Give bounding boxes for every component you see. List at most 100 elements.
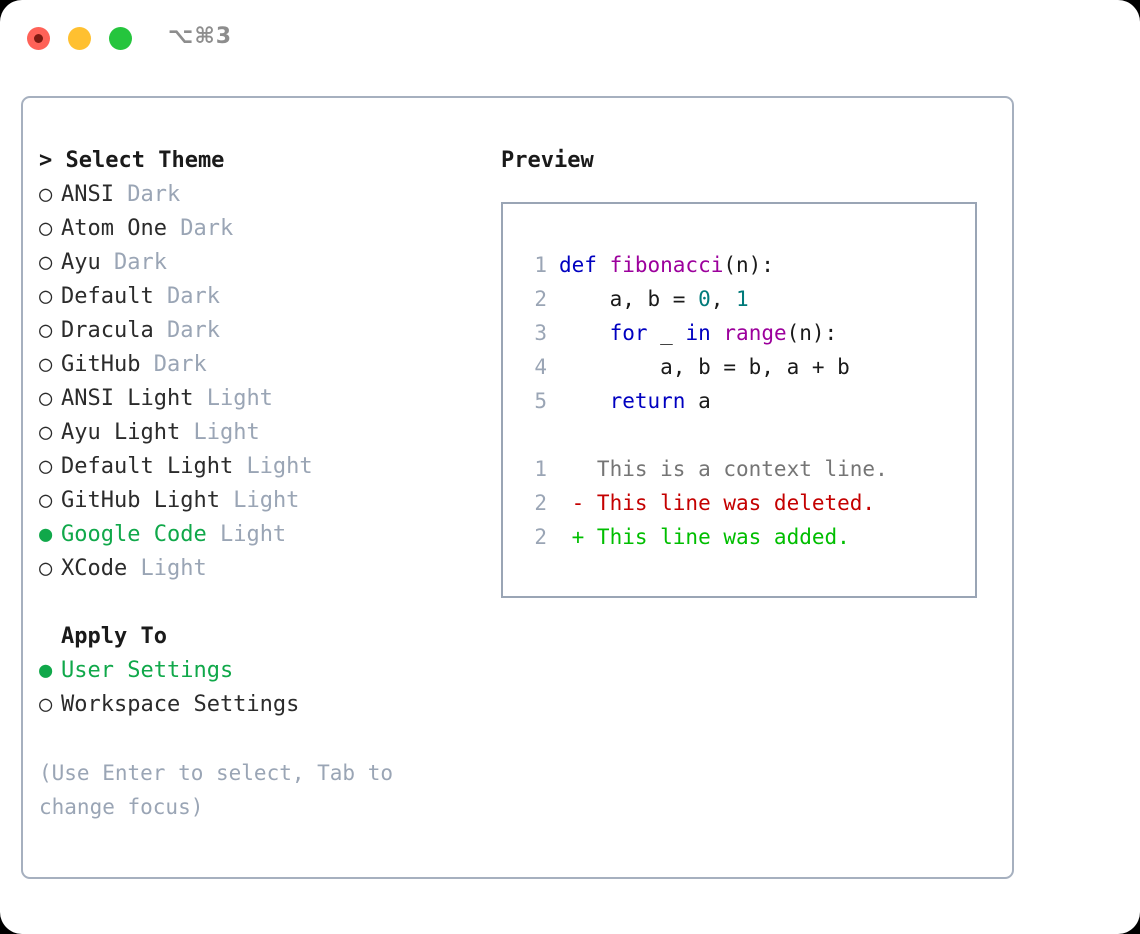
code-token-kw: in: [685, 321, 711, 345]
select-theme-heading: > Select Theme: [39, 148, 225, 173]
code-token-plain: (n):: [723, 253, 774, 277]
radio-selected-icon: ●: [39, 522, 53, 547]
theme-variant-badge: Dark: [166, 318, 220, 343]
line-number: 2: [534, 525, 547, 549]
code-token-plain: a, b = b, a + b: [559, 355, 850, 379]
theme-option-label: Ayu: [61, 250, 101, 275]
theme-variant-badge: Light: [206, 386, 273, 411]
theme-variant-badge: Dark: [166, 284, 220, 309]
line-number: 1: [534, 253, 547, 277]
theme-option-label: Atom One: [61, 216, 167, 241]
radio-unselected-icon: ○: [39, 250, 53, 275]
theme-option-xcode[interactable]: ○XCode Light: [39, 552, 469, 586]
code-line: 1 def fibonacci(n):: [521, 248, 975, 282]
code-token-plain: [711, 321, 724, 345]
code-token-fn: range: [723, 321, 787, 345]
minimize-button[interactable]: [68, 27, 91, 50]
code-token-kw: return: [609, 389, 686, 413]
code-line: 5 return a: [521, 384, 975, 418]
theme-variant-badge: Light: [246, 454, 313, 479]
apply-to-heading: Apply To: [61, 624, 167, 649]
theme-option-ayu-light[interactable]: ○ Ayu Light Light: [39, 416, 469, 450]
theme-option-github[interactable]: ○GitHub Dark: [39, 348, 469, 382]
code-token-plain: a: [685, 389, 711, 413]
close-button[interactable]: [27, 27, 50, 50]
line-number: 3: [534, 321, 547, 345]
code-token-fn: fibonacci: [609, 253, 724, 277]
code-token-plain: _: [647, 321, 686, 345]
preview-heading: Preview: [501, 148, 594, 173]
traffic-light-group: [27, 27, 132, 50]
maximize-button[interactable]: [109, 27, 132, 50]
radio-unselected-icon: ○: [39, 454, 53, 479]
window-titlebar: ⌥⌘3: [0, 0, 1140, 78]
theme-variant-badge: Light: [233, 488, 300, 513]
theme-option-label: Dracula: [61, 318, 154, 343]
apply-to-option-list: ● User Settings ○ Workspace Settings: [39, 654, 469, 722]
diff-sample-block: 1 This is a context line.2 - This line w…: [521, 452, 975, 554]
theme-variant-badge: Dark: [180, 216, 234, 241]
theme-option-github-light[interactable]: ○GitHub Light Light: [39, 484, 469, 518]
apply-to-option-label: User Settings: [61, 658, 234, 683]
theme-picker-column: > Select Theme ○ANSI Dark○Atom One Dark○…: [39, 144, 469, 824]
diff-line-add: 2 + This line was added.: [521, 520, 975, 554]
code-token-plain: [559, 321, 610, 345]
apply-to-option-user-settings[interactable]: ● User Settings: [39, 654, 469, 688]
code-line: 3 for _ in range(n):: [521, 316, 975, 350]
theme-option-label: GitHub Light: [61, 488, 220, 513]
radio-unselected-icon: ○: [39, 352, 53, 377]
code-sample-block: 1 def fibonacci(n): 2 a, b = 0, 1 3 for _ i…: [521, 248, 975, 418]
line-number: 2: [534, 287, 547, 311]
theme-option-label: ANSI: [61, 182, 114, 207]
code-block-gap: [521, 418, 975, 452]
radio-unselected-icon: ○: [39, 420, 53, 445]
radio-unselected-icon: ○: [39, 386, 53, 411]
code-line: 4 a, b = b, a + b: [521, 350, 975, 384]
code-token-num: 0: [698, 287, 711, 311]
radio-unselected-icon: ○: [39, 692, 53, 717]
theme-option-default-light[interactable]: ○ Default Light Light: [39, 450, 469, 484]
apply-to-option-workspace-settings[interactable]: ○ Workspace Settings: [39, 688, 469, 722]
theme-option-label: Google Code: [61, 522, 207, 547]
diff-line-del: 2 - This line was deleted.: [521, 486, 975, 520]
theme-variant-badge: Dark: [153, 352, 207, 377]
theme-option-label: ANSI Light: [61, 386, 194, 411]
keyboard-hint-text: (Use Enter to select, Tab to change focu…: [39, 761, 394, 819]
code-token-plain: (n):: [786, 321, 838, 345]
theme-option-label: Default Light: [61, 454, 234, 479]
line-number: 5: [534, 389, 547, 413]
diff-line-ctx: 1 This is a context line.: [521, 452, 975, 486]
preview-box: 1 def fibonacci(n): 2 a, b = 0, 1 3 for _ i…: [501, 202, 977, 598]
keyboard-shortcut-label: ⌥⌘3: [168, 24, 233, 49]
theme-option-ayu[interactable]: ○ Ayu Dark: [39, 246, 469, 280]
code-token-plain: ,: [710, 287, 737, 311]
theme-option-default[interactable]: ○ Default Dark: [39, 280, 469, 314]
tui-content-panel: > Select Theme ○ANSI Dark○Atom One Dark○…: [21, 96, 1014, 879]
theme-option-ansi-light[interactable]: ○ ANSI Light Light: [39, 382, 469, 416]
diff-line-text: + This line was added.: [559, 525, 850, 549]
theme-option-ansi[interactable]: ○ANSI Dark: [39, 178, 469, 212]
theme-variant-badge: Dark: [114, 250, 167, 275]
theme-option-label: Default: [61, 284, 154, 309]
apply-to-option-label: Workspace Settings: [61, 692, 300, 717]
theme-option-dracula[interactable]: ○Dracula Dark: [39, 314, 469, 348]
list-spacer: [39, 586, 469, 620]
code-token-kw: def: [559, 253, 610, 277]
preview-column: Preview 1 def fibonacci(n): 2 a, b = 0, 1 3…: [501, 144, 991, 598]
code-token-plain: [559, 389, 610, 413]
theme-option-list: ○ANSI Dark○Atom One Dark○Ayu Dark○Defaul…: [39, 178, 469, 586]
theme-option-google-code[interactable]: ● Google Code Light: [39, 518, 469, 552]
theme-option-label: XCode: [61, 556, 128, 581]
theme-variant-badge: Light: [193, 420, 260, 445]
theme-option-label: Ayu Light: [61, 420, 181, 445]
theme-variant-badge: Light: [219, 522, 287, 547]
code-token-plain: a, b =: [559, 287, 699, 311]
radio-unselected-icon: ○: [39, 216, 53, 241]
radio-unselected-icon: ○: [39, 284, 53, 309]
line-number: 2: [534, 491, 547, 515]
theme-option-atom-one[interactable]: ○ Atom One Dark: [39, 212, 469, 246]
code-token-kw: for: [609, 321, 648, 345]
theme-variant-badge: Dark: [127, 182, 181, 207]
radio-selected-icon: ●: [39, 658, 53, 683]
radio-unselected-icon: ○: [39, 556, 53, 581]
